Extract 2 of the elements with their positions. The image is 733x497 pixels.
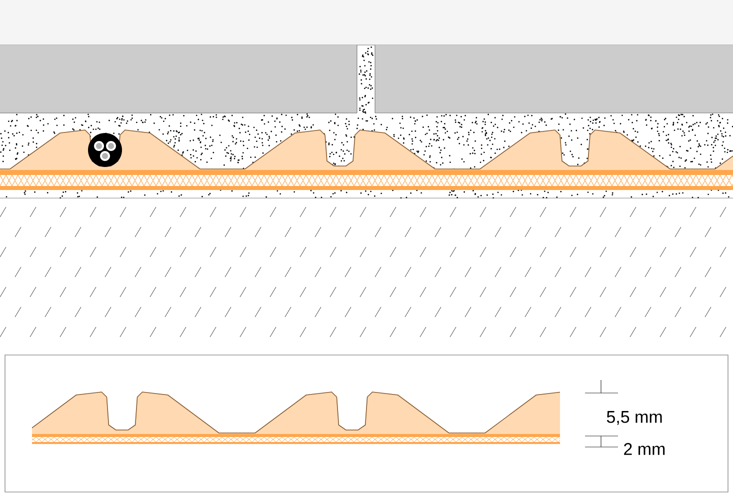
dimension-label: 5,5 mm [606,411,662,425]
dimension-label: 2 mm [624,443,665,455]
